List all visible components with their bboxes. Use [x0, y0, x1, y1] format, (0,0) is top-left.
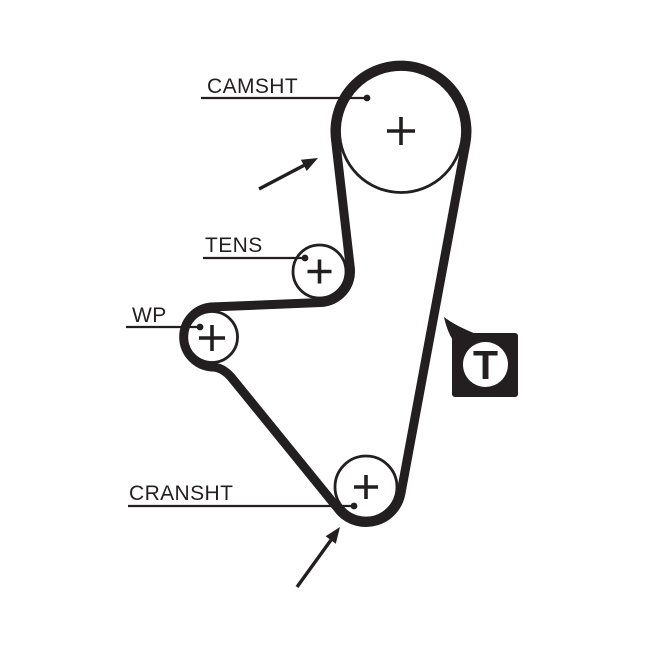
tensioner-leader-dot — [301, 254, 309, 262]
belt-direction-arrow-camshaft — [258, 158, 318, 191]
arrow-head-icon — [300, 158, 318, 171]
camshaft-label: CAMSHT — [207, 75, 298, 98]
crankshaft-leader-dot — [350, 502, 358, 510]
timing-belt-path — [179, 60, 472, 527]
tensioner-center-cross-icon — [307, 259, 332, 284]
arrow-shaft — [258, 163, 305, 191]
crankshaft-center-cross-icon — [354, 475, 378, 499]
arrow-shaft — [295, 539, 333, 588]
crankshaft-label: CRANSHT — [129, 482, 233, 505]
camshaft-leader-dot — [363, 94, 371, 102]
belt-direction-arrow-crankshaft — [295, 527, 340, 588]
tensioner-label: TENS — [205, 234, 263, 257]
timing-mark-badge: T — [444, 317, 518, 397]
badge-circle — [463, 342, 508, 387]
camshaft-center-cross-icon — [387, 117, 415, 145]
arrow-head-icon — [325, 527, 340, 544]
water-pump-label: WP — [132, 304, 167, 327]
timing-mark-letter: T — [473, 342, 498, 388]
water-pump-center-cross-icon — [199, 325, 225, 351]
water-pump-leader-dot — [196, 323, 204, 331]
